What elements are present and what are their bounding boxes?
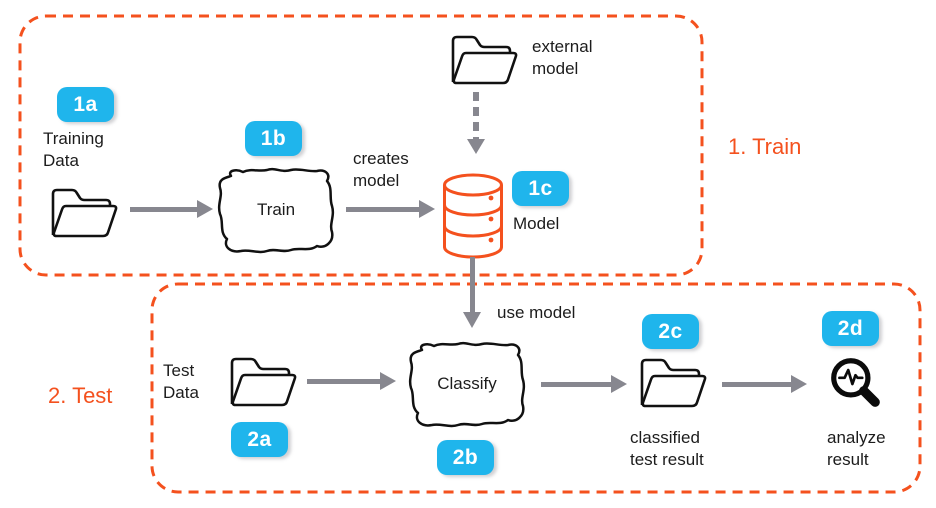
analyze-result-label: analyze result — [827, 428, 886, 469]
badge-2a: 2a — [231, 422, 288, 457]
test-section-label: 2. Test — [48, 383, 113, 408]
folder-icon — [640, 358, 707, 408]
classify-step-label: Classify — [437, 374, 497, 393]
classified-result-label: classified test result — [630, 428, 704, 469]
train-step-blob: Train — [215, 166, 337, 254]
train-step-label: Train — [256, 200, 296, 219]
classify-step-blob: Classify — [406, 340, 528, 428]
external-model-label: external model — [532, 37, 593, 78]
badge-1a: 1a — [57, 87, 114, 122]
arrow-icon — [130, 200, 213, 218]
dashed-arrow-icon — [466, 92, 485, 154]
blob-outline-icon — [408, 341, 526, 428]
folder-icon — [51, 188, 118, 238]
arrow-icon — [722, 375, 807, 393]
folder-icon — [230, 357, 297, 407]
use-model-label: use model — [497, 303, 576, 322]
badge-2c: 2c — [642, 314, 699, 349]
training-data-label: Training Data — [43, 129, 104, 170]
badge-2d: 2d — [822, 311, 879, 346]
arrow-icon — [463, 257, 481, 328]
badge-1b: 1b — [245, 121, 302, 156]
blob-outline-icon — [217, 167, 335, 254]
arrow-icon — [346, 200, 435, 218]
creates-model-label: creates model — [353, 149, 409, 190]
model-label: Model — [513, 214, 560, 233]
test-data-label: Test Data — [163, 361, 199, 402]
database-icon — [443, 173, 503, 259]
arrow-icon — [541, 375, 627, 393]
badge-1c: 1c — [512, 171, 569, 206]
badge-2b: 2b — [437, 440, 494, 475]
magnifier-waveform-icon — [831, 358, 880, 407]
folder-icon — [451, 35, 518, 85]
arrow-icon — [307, 372, 396, 390]
train-section-label: 1. Train — [728, 134, 802, 159]
